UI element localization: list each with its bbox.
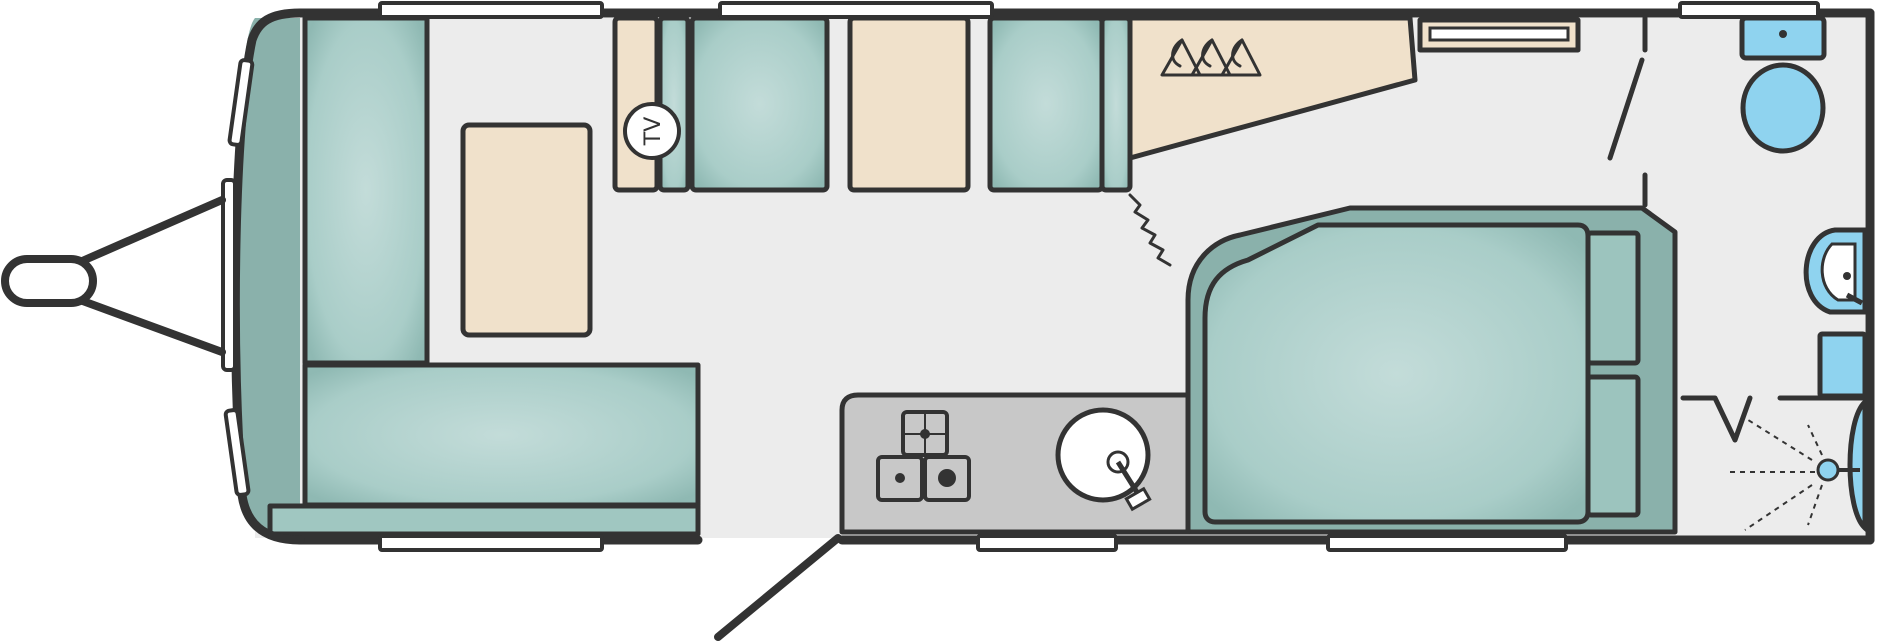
side-seat-a — [689, 15, 830, 193]
side-cabinet — [847, 15, 971, 193]
window-top-3 — [1678, 1, 1820, 19]
front-window-1 — [227, 58, 255, 147]
front-window-3 — [223, 408, 251, 497]
tv-icon — [623, 102, 681, 160]
front-window-2 — [221, 178, 237, 372]
lounge-seat-left — [302, 15, 430, 366]
entrance-door — [714, 534, 842, 641]
side-seat-b-back — [1099, 15, 1133, 193]
hob-icon — [876, 410, 971, 502]
toilet-icon — [1739, 15, 1827, 154]
side-seat-back — [657, 15, 691, 193]
lounge-seat-bottom — [302, 362, 701, 508]
window-top-2 — [718, 1, 994, 19]
tow-hitch — [1, 196, 226, 356]
shower-screen-vent — [1680, 395, 1753, 443]
shelf-unit-inner — [1428, 26, 1570, 42]
window-bottom-2 — [976, 534, 1118, 552]
bed-side-cushion-top — [1585, 230, 1641, 366]
side-seat-b — [987, 15, 1105, 193]
washbasin-icon — [1803, 227, 1868, 315]
window-top-1 — [378, 1, 604, 19]
shower-icon — [1725, 396, 1868, 534]
fixed-bed-mattress — [1202, 222, 1591, 525]
concertina-door — [1128, 193, 1172, 267]
lounge-seat-base — [267, 503, 701, 537]
kitchen-sink-icon — [1055, 407, 1152, 512]
coat-hanger-icon — [1160, 38, 1262, 77]
window-bottom-3 — [1326, 534, 1568, 552]
washroom-cabinet — [1817, 331, 1868, 399]
washroom-door-swing — [1607, 57, 1645, 161]
window-bottom-1 — [378, 534, 604, 552]
front-wall-panel — [234, 18, 300, 537]
lounge-table — [460, 122, 593, 338]
bed-side-cushion-bottom — [1585, 374, 1641, 518]
tv-label: TV — [641, 117, 666, 147]
